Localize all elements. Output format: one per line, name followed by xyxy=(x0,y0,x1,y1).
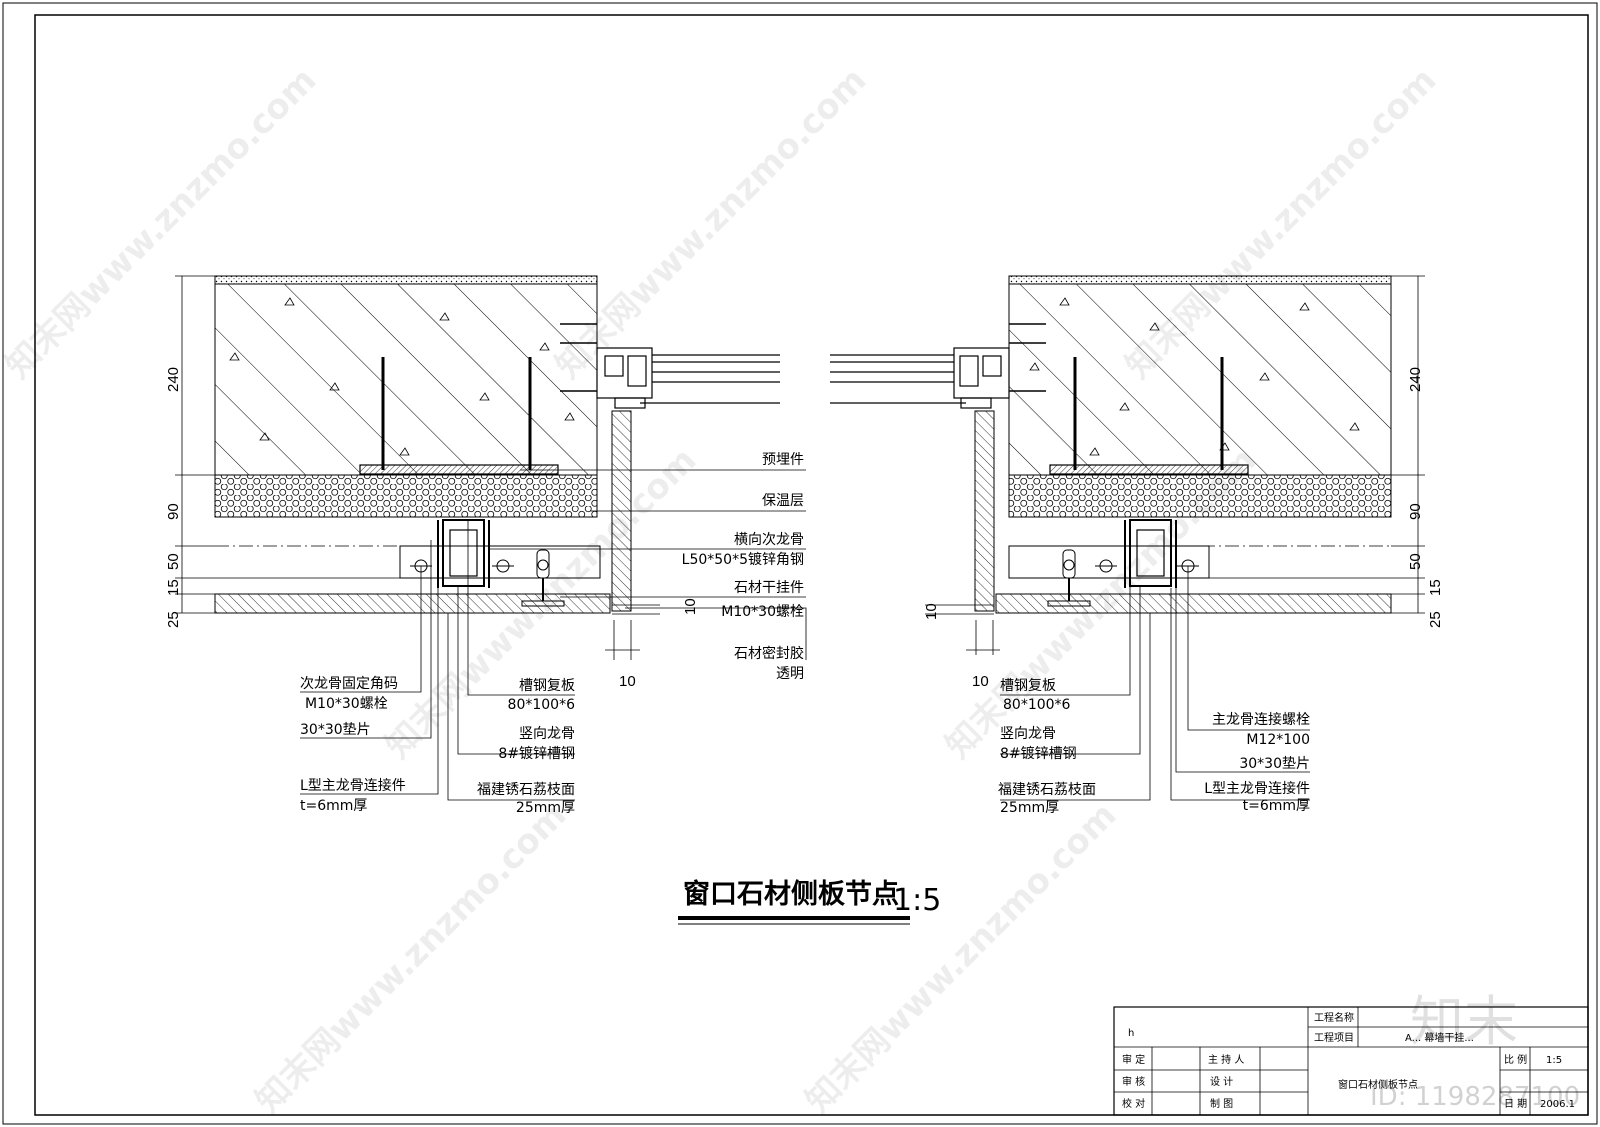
label-lconn-right: L型主龙骨连接件 xyxy=(1204,780,1310,797)
label-angle-code: 次龙骨固定角码 xyxy=(300,676,398,692)
label-stone-left-spec: 25mm厚 xyxy=(516,800,575,816)
tb-project-item-label: 工程项目 xyxy=(1314,1032,1354,1044)
left-dim-gap-bottom: 10 xyxy=(619,673,636,690)
left-window-frame xyxy=(596,347,780,409)
label-hanger: 石材干挂件 xyxy=(734,580,804,596)
right-dim-90: 90 xyxy=(1407,503,1424,520)
tb-project-item-value: A... 幕墙干挂... xyxy=(1405,1031,1474,1044)
label-cross-keel-spec: L50*50*5镀锌角钢 xyxy=(682,551,804,568)
label-chplate-right: 槽钢复板 xyxy=(1000,677,1056,694)
label-chplate-left: 槽钢复板 xyxy=(519,677,575,694)
inner-frame xyxy=(34,14,1589,1116)
label-chplate-right-spec: 80*100*6 xyxy=(1003,697,1071,713)
drawing-scale: 1:5 xyxy=(893,883,941,918)
label-vkeel-right-spec: 8#镀锌槽钢 xyxy=(1000,745,1077,762)
watermark-id: ID: 1198287100 xyxy=(1370,1082,1580,1112)
right-dim-240: 240 xyxy=(1407,367,1424,392)
tb-draw-label: 制 图 xyxy=(1210,1097,1233,1110)
label-angle-code-bolt: M10*30螺栓 xyxy=(305,696,388,712)
label-vkeel-left-spec: 8#镀锌槽钢 xyxy=(498,745,575,762)
right-hanger xyxy=(1047,549,1091,607)
right-bolt-1 xyxy=(1095,559,1117,573)
label-shim-right: 30*30垫片 xyxy=(1239,756,1310,772)
label-stone-right: 福建锈石荔枝面 xyxy=(998,782,1096,798)
right-dim-15: 15 xyxy=(1427,579,1444,596)
label-lconn-left: L型主龙骨连接件 xyxy=(300,777,406,794)
tb-audit-label: 审 核 xyxy=(1122,1075,1145,1088)
tb-design-label: 设 计 xyxy=(1210,1075,1233,1088)
right-aggregate-marks xyxy=(1029,297,1360,456)
right-window-frame xyxy=(830,347,1010,409)
watermark-text-2: 知末网www.znzmo.com xyxy=(548,60,874,386)
left-leader-lines-bottom xyxy=(300,520,575,801)
tb-check-label: 校 对 xyxy=(1122,1097,1145,1110)
right-dimension-chain xyxy=(1391,275,1425,614)
left-dim-50: 50 xyxy=(165,553,182,570)
label-chplate-left-spec: 80*100*6 xyxy=(508,697,576,713)
label-shim-left: 30*30垫片 xyxy=(300,722,371,738)
left-dim-gap-right: 10 xyxy=(682,598,699,615)
left-nail-anchors xyxy=(560,323,597,392)
left-detail: 240 90 50 15 25 10 10 预埋件 保温层 横向次龙骨 L50*… xyxy=(165,275,807,816)
left-vertical-keel xyxy=(442,519,485,587)
tb-drawing-name: 窗口石材侧板节点 xyxy=(1338,1078,1418,1091)
right-side-stone xyxy=(974,410,995,612)
label-insulation: 保温层 xyxy=(762,493,804,509)
right-dim-gap-left: 10 xyxy=(923,603,940,620)
title-block-corner: h xyxy=(1128,1028,1134,1039)
left-dimension-chain xyxy=(175,275,215,614)
watermark-brand: 知末 xyxy=(1410,990,1518,1053)
right-dim-gap-bottom: 10 xyxy=(972,673,989,690)
tb-date-label: 日 期 xyxy=(1504,1098,1527,1110)
tb-scale-label: 比 例 xyxy=(1504,1053,1527,1066)
drawing-title: 窗口石材侧板节点 xyxy=(683,878,899,910)
left-dim-15: 15 xyxy=(165,579,182,596)
watermarks: 知末网www.znzmo.com 知末网www.znzmo.com 知末网www… xyxy=(0,60,1444,1121)
tb-date-value: 2006.1 xyxy=(1540,1099,1575,1110)
title-block xyxy=(1113,1006,1589,1116)
left-dim-240: 240 xyxy=(165,367,182,392)
label-lconn-right-spec: t=6mm厚 xyxy=(1243,798,1310,814)
tb-host-label: 主 持 人 xyxy=(1208,1053,1244,1066)
label-vkeel-right: 竖向龙骨 xyxy=(1000,726,1056,742)
right-concrete-wall xyxy=(1008,283,1392,476)
label-sealant-spec: 透明 xyxy=(776,666,804,682)
label-vkeel-left: 竖向龙骨 xyxy=(519,726,575,742)
left-aggregate-marks xyxy=(229,297,575,456)
label-bolt-right-spec: M12*100 xyxy=(1246,732,1310,748)
left-dim-90: 90 xyxy=(165,503,182,520)
left-dim-25: 25 xyxy=(165,611,182,628)
tb-project-name-label: 工程名称 xyxy=(1314,1011,1354,1024)
label-bolt-right: 主龙骨连接螺栓 xyxy=(1212,711,1310,728)
watermark-text-7: 知末网www.znzmo.com xyxy=(798,795,1124,1121)
left-leader-lines-right xyxy=(489,469,807,660)
right-dim-50: 50 xyxy=(1407,553,1424,570)
right-stone-panel xyxy=(995,593,1392,614)
left-hanger xyxy=(521,549,565,607)
left-concrete-wall xyxy=(214,283,598,476)
left-insulation xyxy=(214,474,598,518)
right-nail-anchors xyxy=(1009,323,1046,392)
label-sealant: 石材密封胶 xyxy=(734,645,804,662)
right-leader-lines-bottom xyxy=(1000,540,1310,801)
tb-scale-value: 1:5 xyxy=(1546,1055,1562,1066)
left-embed-plate xyxy=(359,464,559,475)
label-stone-right-spec: 25mm厚 xyxy=(1000,800,1059,816)
left-bolt-2 xyxy=(492,559,514,573)
right-detail: 240 90 50 15 25 10 10 槽钢复板 80*100*6 竖向龙骨… xyxy=(830,275,1444,816)
watermark-text-6: 知末网www.znzmo.com xyxy=(248,795,574,1121)
right-insulation xyxy=(1008,474,1392,518)
label-stone-left: 福建锈石荔枝面 xyxy=(477,782,575,798)
tb-review-label: 审 定 xyxy=(1122,1053,1145,1066)
right-embed-plate xyxy=(1049,464,1249,475)
left-wall-finish xyxy=(214,275,598,285)
left-stone-panel xyxy=(214,593,611,614)
label-hanger-bolt: M10*30螺栓 xyxy=(721,604,804,620)
right-dim-25: 25 xyxy=(1427,611,1444,628)
label-cross-keel: 横向次龙骨 xyxy=(734,532,804,548)
label-lconn-left-spec: t=6mm厚 xyxy=(300,798,367,814)
label-embed: 预埋件 xyxy=(762,452,804,468)
